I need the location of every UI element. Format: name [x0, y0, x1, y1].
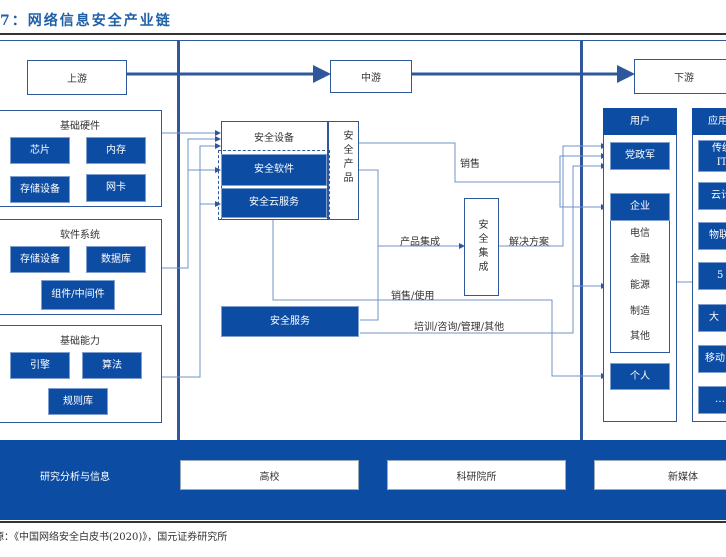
research-label: 研究分析与信息: [40, 472, 110, 483]
user-government: 党政军: [610, 142, 670, 170]
figure-title: 7：网络信息安全产业链: [0, 13, 172, 29]
security-device: 安全设备: [254, 132, 294, 144]
app-traditional-it: 传统IT: [698, 140, 726, 172]
app-cloud: 云计: [698, 182, 726, 210]
label-solution: 解决方案: [509, 237, 549, 248]
stage-midstream: 中游: [330, 60, 412, 93]
label-training: 培训/咨询/管理/其他: [414, 322, 505, 333]
item-storage-device: 存储设备: [10, 246, 70, 273]
research-new-media: 新媒体: [594, 460, 726, 490]
research-university: 高校: [180, 460, 359, 490]
app-5g: 5: [698, 262, 726, 290]
group-title: 软件系统: [60, 230, 100, 241]
product-divider: [327, 121, 329, 220]
item-database: 数据库: [86, 246, 146, 273]
group-title: 基础硬件: [60, 121, 100, 132]
stage-upstream: 上游: [27, 60, 127, 95]
sector-manufacturing: 制造: [630, 306, 650, 317]
divider-midstream-downstream: [580, 40, 583, 440]
item-chip: 芯片: [10, 137, 70, 164]
security-product-label: 安全产品: [341, 130, 352, 186]
stage-downstream: 下游: [634, 59, 726, 94]
group-title: 基础能力: [60, 336, 100, 347]
title-rule: [0, 33, 726, 35]
research-institute: 科研院所: [387, 460, 566, 490]
sector-telecom: 电信: [630, 228, 650, 239]
users-title: 用户: [603, 108, 677, 135]
app-iot: 物联: [698, 222, 726, 250]
sector-finance: 金融: [630, 254, 650, 265]
sector-other: 其他: [630, 331, 650, 342]
item-algorithm: 算法: [82, 352, 142, 379]
source-note: 源：《中国网络安全白皮书(2020)》，国元证券研究所: [0, 532, 228, 543]
dashed-group: [218, 150, 330, 220]
app-mobile: 移动: [698, 345, 726, 373]
security-service: 安全服务: [221, 306, 359, 337]
applications-title: 应用: [692, 108, 726, 135]
security-integration: 安全集成: [476, 219, 487, 275]
item-engine: 引擎: [10, 352, 70, 379]
item-network-card: 网卡: [86, 174, 146, 202]
item-rule-library: 规则库: [48, 388, 108, 415]
app-big-data: 大: [698, 304, 726, 332]
label-sales-use: 销售/使用: [391, 291, 435, 302]
divider-upstream-midstream: [177, 40, 180, 440]
footer-rule: [0, 521, 726, 523]
security-software: 安全软件: [221, 154, 327, 186]
item-middleware: 组件/中间件: [41, 280, 115, 310]
user-individual: 个人: [610, 363, 670, 390]
security-cloud-service: 安全云服务: [221, 188, 327, 218]
user-enterprise: 企业: [610, 193, 670, 221]
item-storage-device: 存储设备: [10, 176, 70, 203]
item-memory: 内存: [86, 137, 146, 164]
label-product-integration: 产品集成: [400, 237, 440, 248]
app-more: …: [698, 386, 726, 414]
security-integration-box: 安全集成: [464, 198, 499, 296]
label-sales: 销售: [460, 159, 480, 170]
sector-energy: 能源: [630, 280, 650, 291]
